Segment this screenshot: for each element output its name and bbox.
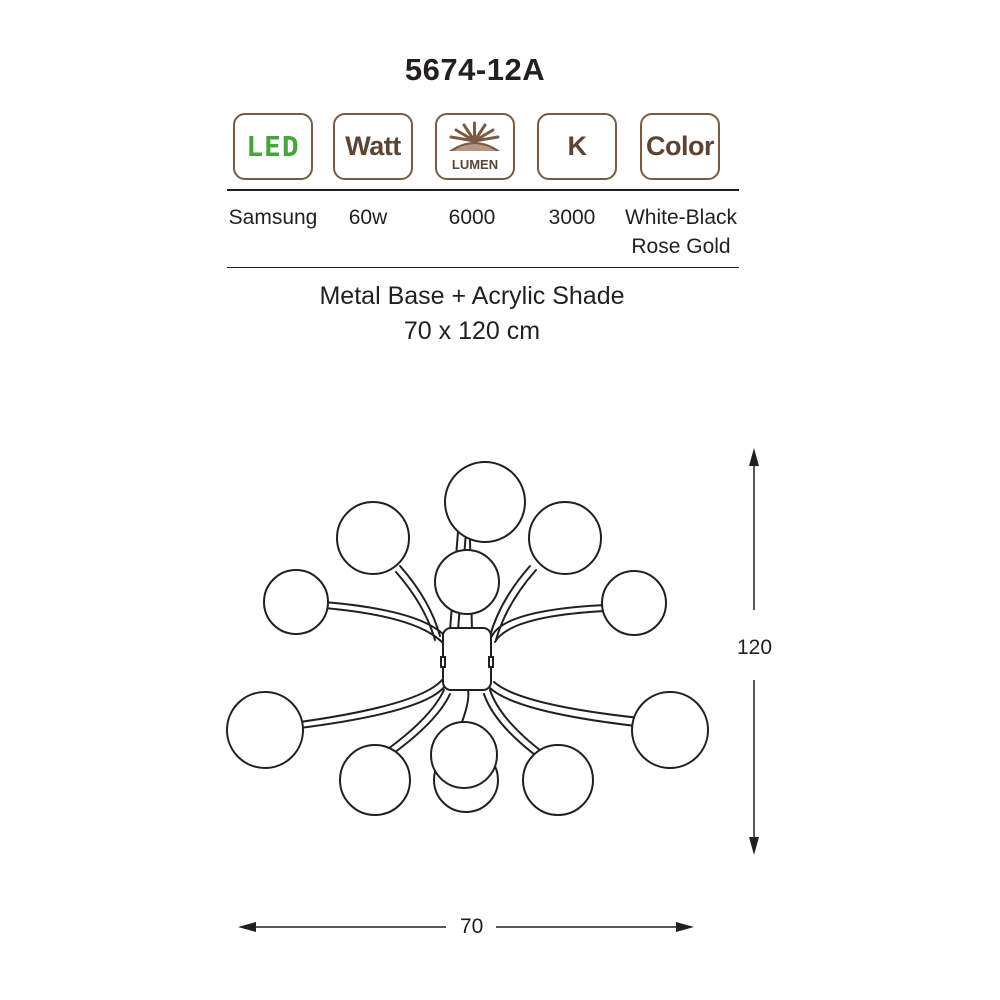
kelvin-icon: K (537, 113, 617, 180)
kelvin-label: K (567, 131, 588, 161)
kelvin-value: 3000 (548, 206, 596, 229)
chandelier-arms (299, 531, 641, 761)
watt-label: Watt (345, 131, 401, 161)
height-label: 120 (737, 636, 773, 659)
material-description: Metal Base + Acrylic Shade (319, 282, 625, 310)
lumen-label: LUMEN (451, 157, 499, 172)
chandelier-globes (226, 461, 709, 816)
watt-value: 60w (348, 206, 388, 229)
height-dimension-arrow (749, 448, 759, 855)
color-value-line1: White-Black (624, 206, 738, 229)
sun-rays-icon (449, 121, 500, 151)
led-icon: LED (233, 113, 313, 180)
product-model-title: 5674-12A (404, 52, 546, 87)
lumen-icon: LUMEN (435, 113, 515, 180)
chandelier-base (442, 627, 492, 691)
lumen-value: 6000 (448, 206, 496, 229)
size-description: 70 x 120 cm (403, 317, 541, 345)
color-label: Color (646, 131, 715, 161)
spec-top-divider (227, 189, 739, 191)
color-icon: Color (640, 113, 720, 180)
led-label: LED (246, 130, 300, 163)
color-value: White-Black Rose Gold (620, 203, 742, 261)
spec-bottom-divider (227, 267, 739, 268)
watt-icon: Watt (333, 113, 413, 180)
color-value-line2: Rose Gold (631, 235, 731, 258)
width-label: 70 (460, 915, 484, 938)
width-dimension-arrow (238, 922, 694, 932)
led-value: Samsung (228, 206, 318, 229)
